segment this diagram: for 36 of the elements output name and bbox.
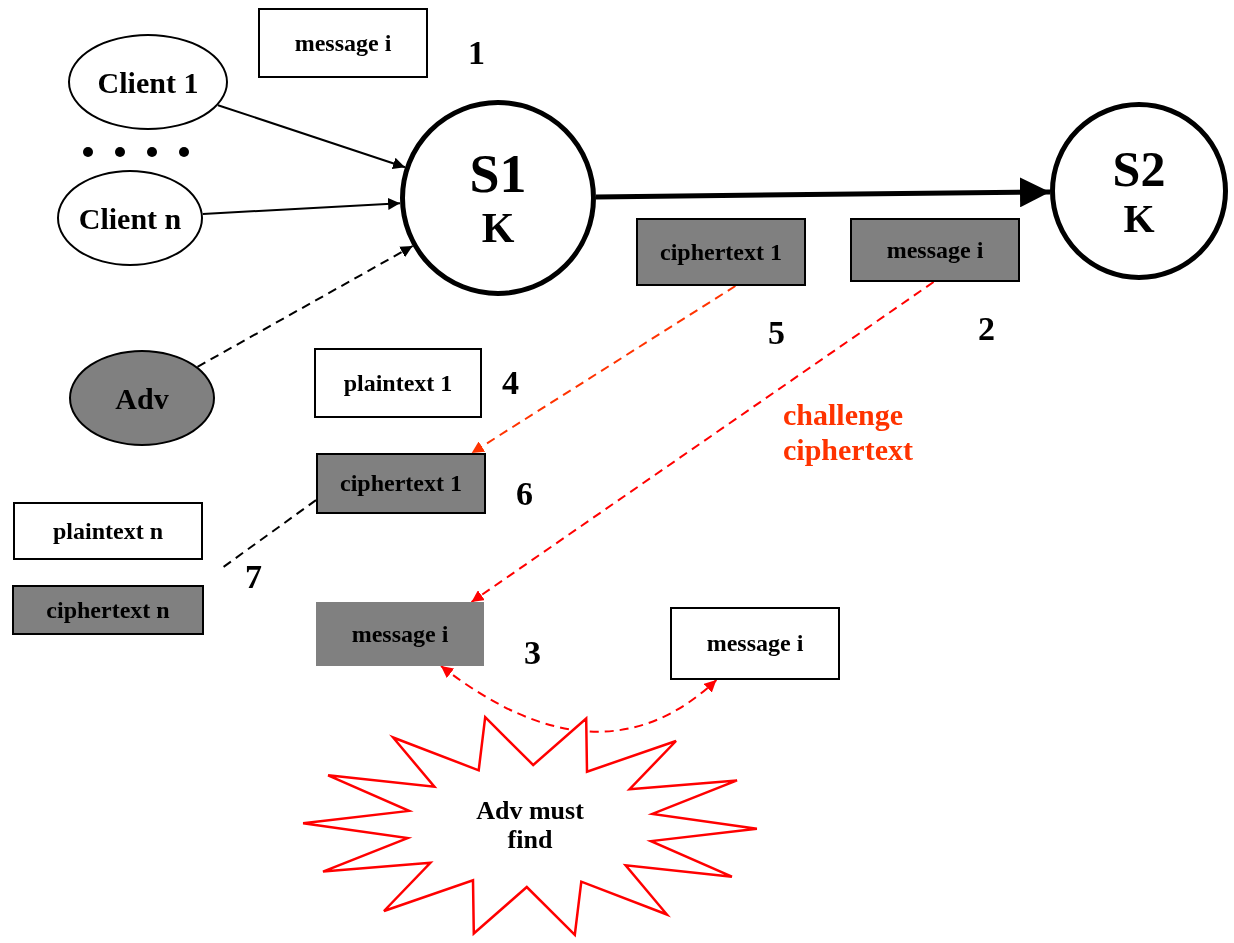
step-number: 1 [468, 36, 485, 70]
text-box [670, 607, 840, 680]
node-label: ciphertext n [46, 596, 170, 624]
arrow [196, 245, 414, 368]
arrow [470, 285, 737, 454]
node-label: message i [886, 236, 984, 264]
node-label: Client n [78, 201, 182, 235]
step-number: 7 [245, 560, 262, 594]
node-label: message i [351, 620, 449, 648]
arrow [440, 665, 718, 733]
step-number: 5 [768, 316, 785, 350]
node-label: message i [706, 630, 804, 657]
node-label: K [481, 204, 515, 251]
arrow [201, 197, 402, 215]
node-label: ciphertext 1 [340, 470, 462, 497]
step-number: 4 [502, 366, 519, 400]
node-label: Client 1 [97, 65, 199, 99]
step-number: 6 [516, 477, 533, 511]
arrow [595, 177, 1051, 208]
node-label: S2 [1112, 141, 1166, 197]
node-label: K [1123, 196, 1155, 241]
node-label: Adv must find [475, 797, 585, 855]
text-box [13, 502, 203, 560]
node-label: Adv [115, 381, 169, 415]
arrow [470, 281, 935, 603]
text-box [12, 585, 204, 635]
node-label: ciphertext 1 [660, 238, 782, 266]
connector-line [221, 499, 317, 569]
starburst-node [300, 712, 760, 940]
arrow [217, 104, 406, 170]
step-number: 3 [524, 636, 541, 670]
node-label: plaintext n [53, 517, 163, 545]
node-label: plaintext 1 [343, 369, 453, 397]
node-label: S1 [469, 145, 527, 205]
step-number: 2 [978, 312, 995, 346]
node-label: message i [294, 29, 392, 57]
